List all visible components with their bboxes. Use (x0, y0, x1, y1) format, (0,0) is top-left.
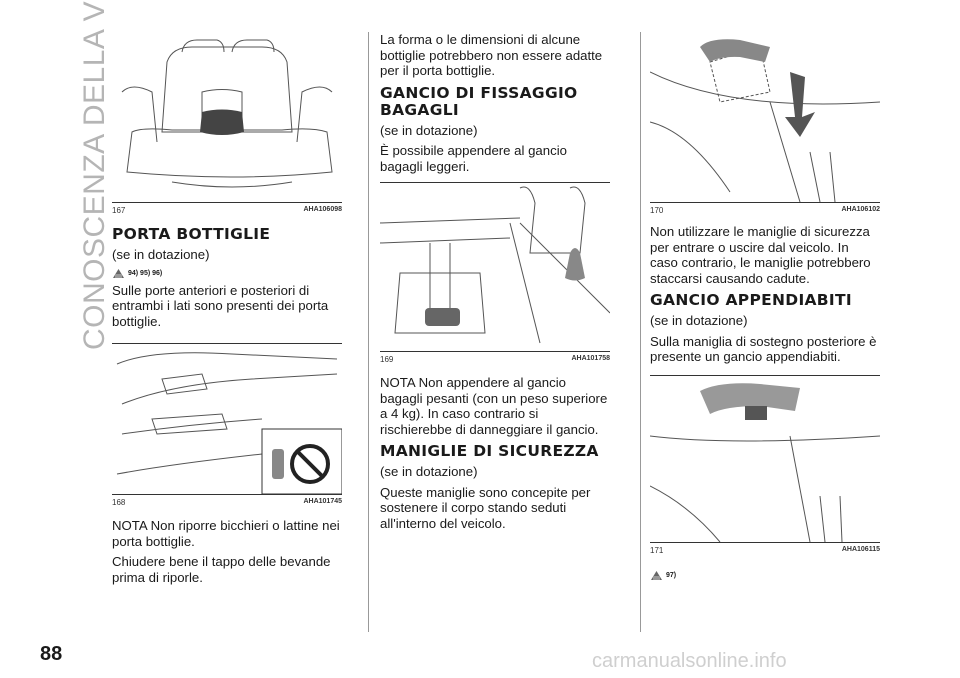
optional-note: (se in dotazione) (112, 247, 210, 262)
column-divider (368, 32, 369, 632)
coat-hook-illustration (650, 375, 880, 542)
body-text: Non utilizzare le maniglie di sicurezza … (650, 224, 871, 286)
figure-number: 170 (650, 206, 664, 215)
body-text: La forma o le dimensioni di alcune botti… (380, 32, 603, 78)
note-text: NOTA Non appendere al gancio bagagli pes… (380, 375, 608, 437)
figure-code: AHA106098 (303, 206, 342, 213)
figure-170-safety-handle: 170 AHA106102 (650, 32, 880, 220)
column-1: 167 AHA106098 PORTA BOTTIGLIE (se in dota… (112, 32, 342, 590)
heading-gancio-appendiabiti: GANCIO APPENDIABITI (650, 291, 852, 309)
body-text: Chiudere bene il tappo delle bevande pri… (112, 554, 331, 585)
figure-169-luggage-hook: 169 AHA101758 (380, 182, 610, 369)
body-text: Sulle porte anteriori e posteriori di en… (112, 282, 329, 329)
safety-handle-illustration (650, 32, 880, 202)
page-number: 88 (40, 643, 63, 665)
note-text: NOTA Non riporre bicchieri o lattine nei… (112, 518, 340, 549)
heading-porta-bottiglie: PORTA BOTTIGLIE (112, 225, 271, 243)
side-section-title: CONOSCENZA DELLA VETTURA (78, 0, 111, 350)
heading-maniglie-sicurezza: MANIGLIE DI SICUREZZA (380, 442, 599, 460)
optional-note: (se in dotazione) (650, 313, 748, 328)
rear-seat-illustration (112, 32, 342, 202)
figure-171-coat-hook: 171 AHA106115 (650, 374, 880, 560)
warning-book-icon (113, 268, 124, 278)
figure-code: AHA106115 (841, 545, 880, 553)
column-2: La forma o le dimensioni di alcune botti… (380, 32, 610, 536)
figure-code: AHA101758 (571, 355, 610, 362)
heading-gancio-fissaggio: GANCIO DI FISSAGGIO BAGAGLI (380, 83, 578, 119)
warning-book-icon (651, 570, 662, 580)
body-text: Sulla maniglia di sostegno posteriore è … (650, 333, 877, 365)
luggage-hook-illustration (380, 183, 610, 351)
watermark: carmanualsonline.info (592, 650, 787, 672)
figure-167-rear-seat: 167 AHA106098 (112, 32, 342, 220)
warning-references: 94) 95) 96) (112, 268, 342, 279)
body-text: È possibile appendere al gancio bagagli … (380, 143, 567, 174)
figure-168-door-bottle-holder: 168 AHA101745 (112, 343, 342, 512)
optional-note: (se in dotazione) (380, 122, 478, 138)
figure-code: AHA101745 (303, 498, 342, 505)
figure-number: 169 (380, 355, 394, 364)
figure-code: AHA106102 (841, 206, 880, 213)
column-3: 170 AHA106102 Non utilizzare le maniglie … (650, 32, 880, 585)
column-divider (640, 32, 641, 632)
figure-number: 168 (112, 498, 126, 507)
figure-number: 167 (112, 206, 126, 215)
optional-note: (se in dotazione) (380, 464, 478, 479)
figure-number: 171 (650, 545, 664, 555)
door-panel-illustration (112, 344, 342, 494)
body-text: Queste maniglie sono concepite per soste… (380, 484, 591, 531)
warning-references: 97) (650, 570, 880, 581)
